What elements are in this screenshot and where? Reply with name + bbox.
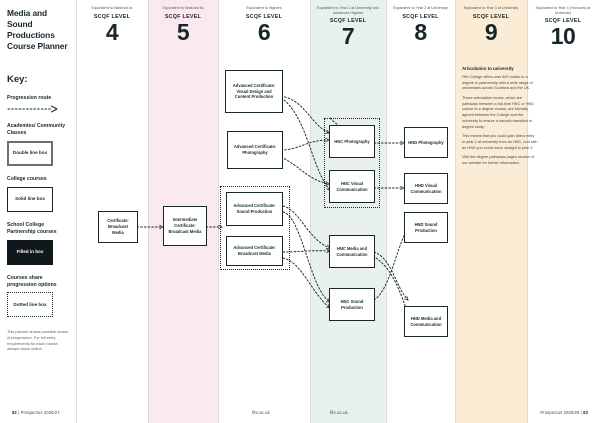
course-node-hnd-photography[interactable]: HND Photography bbox=[404, 127, 448, 158]
column-header-level-6: Equivalent to Highers SCQF LEVEL 6 bbox=[221, 6, 307, 44]
key-swatch-filled: Filled in box bbox=[7, 239, 53, 265]
column-level-number: 10 bbox=[550, 23, 576, 50]
column-header-level-5: Equivalent to National 5s SCQF LEVEL 5 bbox=[151, 6, 215, 44]
course-node-advanced-certificate-visual-design[interactable]: Advanced Certificate: Visual Design and … bbox=[225, 70, 283, 113]
course-node-hnd-visual-communication[interactable]: HND Visual Communication bbox=[404, 173, 448, 204]
column-band-level-9 bbox=[455, 0, 527, 423]
column-divider bbox=[76, 0, 77, 423]
key-item-label: Courses share progression options bbox=[7, 274, 57, 288]
course-node-hnc-media-and-communication[interactable]: HNC Media and Communication bbox=[329, 235, 375, 268]
column-level-number: 5 bbox=[176, 18, 190, 45]
column-equivalence: Equivalent to Year 1 at University and A… bbox=[317, 6, 379, 15]
footer-right: Prospectus 2025/26 | 83 bbox=[540, 410, 588, 415]
column-scqf-label: SCQF LEVEL bbox=[544, 18, 582, 25]
key-item-label: Academies/ Community Classes bbox=[7, 123, 66, 137]
course-node-hnc-visual-communication[interactable]: HNC Visual Communication bbox=[329, 170, 375, 203]
column-equivalence: Equivalent to Year 4 (Honours) at Univer… bbox=[535, 6, 591, 15]
column-divider bbox=[386, 0, 387, 423]
footer-right-text: Prospectus 2025/26 bbox=[540, 410, 580, 415]
column-divider bbox=[218, 0, 219, 423]
course-node-advanced-certificate-photography[interactable]: Advanced Certificate: Photography bbox=[227, 131, 283, 169]
column-divider bbox=[455, 0, 456, 423]
key-footnote: This planner shows possible routes of pr… bbox=[7, 329, 68, 352]
column-header-level-9: Equivalent to Year 3 at University SCQF … bbox=[458, 6, 524, 44]
articulation-paragraph: These articulation routes, which are pat… bbox=[462, 96, 534, 129]
column-equivalence: Equivalent to National 4s bbox=[91, 6, 133, 10]
articulation-heading: Articulation to university bbox=[462, 66, 514, 71]
course-node-advanced-certificate-sound-production[interactable]: Advanced Certificate: Sound Production bbox=[226, 192, 283, 226]
key-item-label: Progression route bbox=[7, 95, 52, 102]
column-equivalence: Equivalent to Year 3 at University bbox=[463, 6, 519, 10]
page-title: Media and Sound Productions Course Plann… bbox=[7, 8, 68, 52]
progression-arrow-icon bbox=[7, 105, 58, 113]
column-level-number: 4 bbox=[105, 18, 119, 45]
articulation-paragraph: Visit the degree pathways pages section … bbox=[462, 155, 535, 165]
column-header-level-8: Equivalent to Year 2 at University SCQF … bbox=[389, 6, 452, 44]
course-node-hnd-media-and-communication[interactable]: HND Media and Communication bbox=[404, 306, 448, 337]
key-item-progression-route: Progression route bbox=[7, 95, 69, 113]
column-scqf-label: SCQF LEVEL bbox=[245, 13, 283, 20]
column-equivalence: Equivalent to Year 2 at University bbox=[393, 6, 448, 10]
shared-progression-group-level-7 bbox=[324, 118, 380, 208]
column-header-level-10: Equivalent to Year 4 (Honours) at Univer… bbox=[530, 6, 596, 49]
key-sidebar: Media and Sound Productions Course Plann… bbox=[0, 0, 76, 423]
course-node-intermediate-certificate-broadcast-media[interactable]: Intermediate Certificate: Broadcast Medi… bbox=[163, 206, 207, 246]
articulation-paragraph: Fife College offers over 600 routes to a… bbox=[462, 75, 533, 91]
key-item-label: School College Partnership courses bbox=[7, 221, 57, 235]
column-level-number: 8 bbox=[414, 18, 427, 45]
column-scqf-label: SCQF LEVEL bbox=[472, 13, 510, 20]
key-item-academies: Academies/ Community Classes Double line… bbox=[7, 123, 69, 166]
key-heading: Key: bbox=[7, 74, 28, 86]
course-node-hnd-sound-production[interactable]: HND Sound Production bbox=[404, 212, 448, 243]
column-scqf-label: SCQF LEVEL bbox=[329, 18, 367, 25]
column-divider bbox=[310, 0, 311, 423]
footer-separator: | bbox=[18, 410, 21, 415]
column-header-level-4: Equivalent to National 4s SCQF LEVEL 4 bbox=[80, 6, 144, 44]
articulation-panel: Articulation to university Fife College … bbox=[462, 66, 538, 171]
column-band-level-7 bbox=[310, 0, 386, 423]
footer-separator: | bbox=[580, 410, 584, 415]
footer-left: 82 | Prospectus 2026/27 bbox=[12, 410, 60, 415]
key-swatch-solid-line: Solid line box bbox=[7, 186, 53, 212]
column-level-number: 7 bbox=[341, 23, 355, 50]
footer-url-left: fife.ac.uk bbox=[252, 410, 270, 415]
key-item-shared-progression: Courses share progression options Dotted… bbox=[7, 275, 69, 318]
column-scqf-label: SCQF LEVEL bbox=[93, 13, 131, 20]
column-header-level-7: Equivalent to Year 1 at University and A… bbox=[313, 6, 383, 49]
column-equivalence: Equivalent to National 5s bbox=[162, 6, 204, 10]
key-item-school-college-partnership: School College Partnership courses Fille… bbox=[7, 222, 69, 265]
key-item-college-courses: College courses Solid line box bbox=[7, 176, 69, 212]
column-divider bbox=[527, 0, 528, 423]
key-swatch-double-line: Double line box bbox=[7, 141, 53, 166]
footer-left-text: Prospectus 2026/27 bbox=[20, 410, 60, 415]
column-level-number: 9 bbox=[484, 18, 498, 45]
course-node-hnc-sound-production[interactable]: HNC Sound Production bbox=[329, 288, 375, 321]
footer-right-page: 83 bbox=[583, 410, 588, 415]
column-scqf-label: SCQF LEVEL bbox=[402, 13, 439, 20]
shared-progression-group-level-6 bbox=[220, 186, 290, 270]
footer-url-right: fife.ac.uk bbox=[330, 410, 348, 415]
key-item-label: College courses bbox=[7, 176, 47, 182]
column-level-number: 6 bbox=[257, 18, 271, 45]
key-swatch-dotted-line: Dotted line box bbox=[7, 292, 53, 318]
page-footer: 82 | Prospectus 2026/27 fife.ac.uk fife.… bbox=[0, 397, 600, 423]
column-equivalence: Equivalent to Highers bbox=[246, 6, 282, 10]
course-node-advanced-certificate-broadcast-media[interactable]: Advanced Certificate: Broadcast Media bbox=[226, 236, 283, 266]
column-divider bbox=[148, 0, 149, 423]
course-node-certificate-broadcast-media[interactable]: Certificate: Broadcast Media bbox=[98, 211, 138, 243]
footer-left-page: 82 bbox=[12, 410, 17, 415]
articulation-paragraph: This means that you could gain direct en… bbox=[462, 134, 538, 150]
column-scqf-label: SCQF LEVEL bbox=[164, 13, 202, 20]
course-node-hnc-photography[interactable]: HNC Photography bbox=[329, 125, 375, 158]
